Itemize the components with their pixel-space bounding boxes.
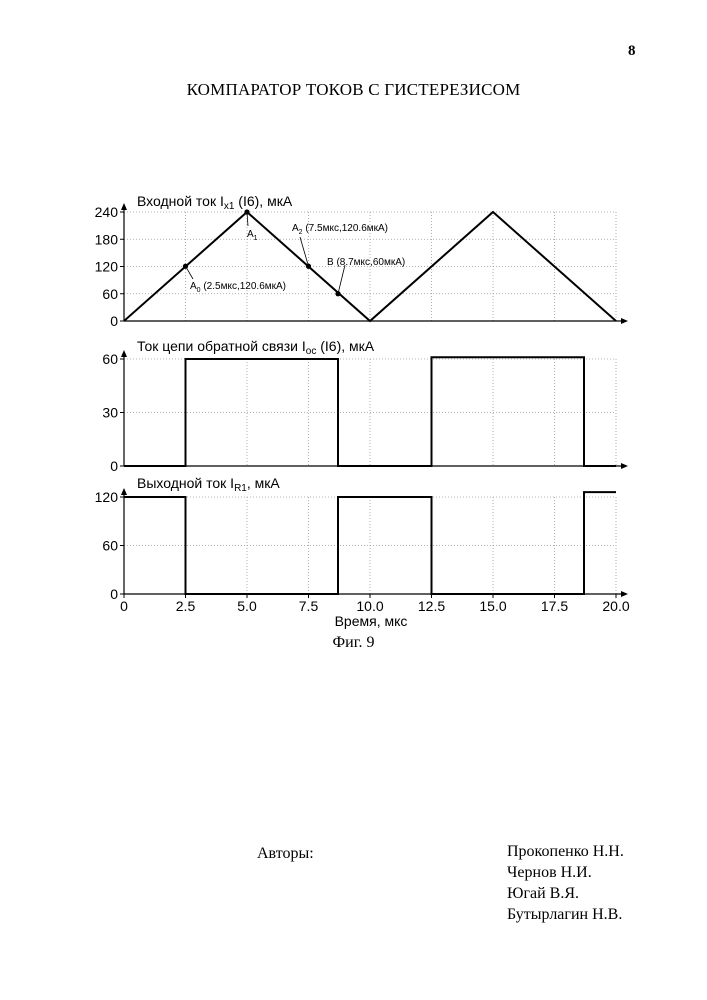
- authors-label: Авторы:: [257, 845, 314, 863]
- panel-title: Входной ток Ix1 (I6), мкА: [137, 193, 293, 212]
- y-tick-label: 120: [95, 489, 119, 505]
- x-tick-label: 17.5: [541, 598, 568, 614]
- figure-caption: Фиг. 9: [0, 634, 707, 652]
- point-annotation: A2 (7.5мкс,120.6мкА): [292, 223, 388, 236]
- chart-panel-2: 0 30 60: [102, 350, 628, 474]
- y-axis-arrow: [121, 350, 127, 357]
- y-tick-label: 120: [95, 259, 119, 275]
- author-name: Чернов Н.И.: [507, 862, 624, 883]
- point-annotation: B (8.7мкс,60мкА): [327, 257, 405, 268]
- y-tick-label: 60: [102, 538, 118, 554]
- x-axis-label: Время, мкс: [335, 613, 408, 629]
- panel-title: Выходной ток IR1, мкА: [137, 475, 280, 494]
- author-name: Прокопенко Н.Н.: [507, 841, 624, 862]
- x-axis-arrow: [621, 463, 628, 469]
- y-tick-label: 0: [110, 458, 118, 474]
- author-name: Югай В.Я.: [507, 883, 624, 904]
- y-tick-label: 0: [110, 313, 118, 329]
- point-leader-line: [338, 265, 345, 294]
- y-axis-arrow: [121, 488, 127, 495]
- x-tick-label: 12.5: [418, 598, 445, 614]
- point-annotation: A1: [247, 229, 258, 242]
- x-axis-arrow: [621, 318, 628, 324]
- x-axis-arrow: [621, 591, 628, 597]
- y-axis-arrow: [121, 203, 127, 210]
- panel-title: Ток цепи обратной связи Ioc (I6), мкА: [137, 338, 375, 357]
- point-leader-line: [186, 266, 194, 279]
- x-tick-label: 7.5: [299, 598, 319, 614]
- y-tick-label: 240: [95, 204, 119, 220]
- point-annotation: A0 (2.5мкс,120.6мкА): [190, 281, 286, 294]
- authors-list: Прокопенко Н.Н. Чернов Н.И. Югай В.Я. Бу…: [507, 841, 624, 925]
- x-tick-label: 10.0: [356, 598, 383, 614]
- x-tick-label: 2.5: [176, 598, 196, 614]
- y-tick-label: 0: [110, 586, 118, 602]
- x-tick-label: 5.0: [237, 598, 257, 614]
- author-name: Бутырлагин Н.В.: [507, 904, 624, 925]
- y-tick-label: 30: [102, 405, 118, 421]
- x-tick-label: 20.0: [602, 598, 629, 614]
- y-tick-label: 60: [102, 351, 118, 367]
- x-tick-label: 0: [120, 598, 128, 614]
- y-tick-label: 60: [102, 286, 118, 302]
- chart-panel-3: 0 60 120 0 2.5 5.0 7.5 10.0 12.5 15.0 17.5 20.0Врем…: [95, 488, 630, 629]
- y-tick-label: 180: [95, 231, 119, 247]
- x-tick-label: 15.0: [479, 598, 506, 614]
